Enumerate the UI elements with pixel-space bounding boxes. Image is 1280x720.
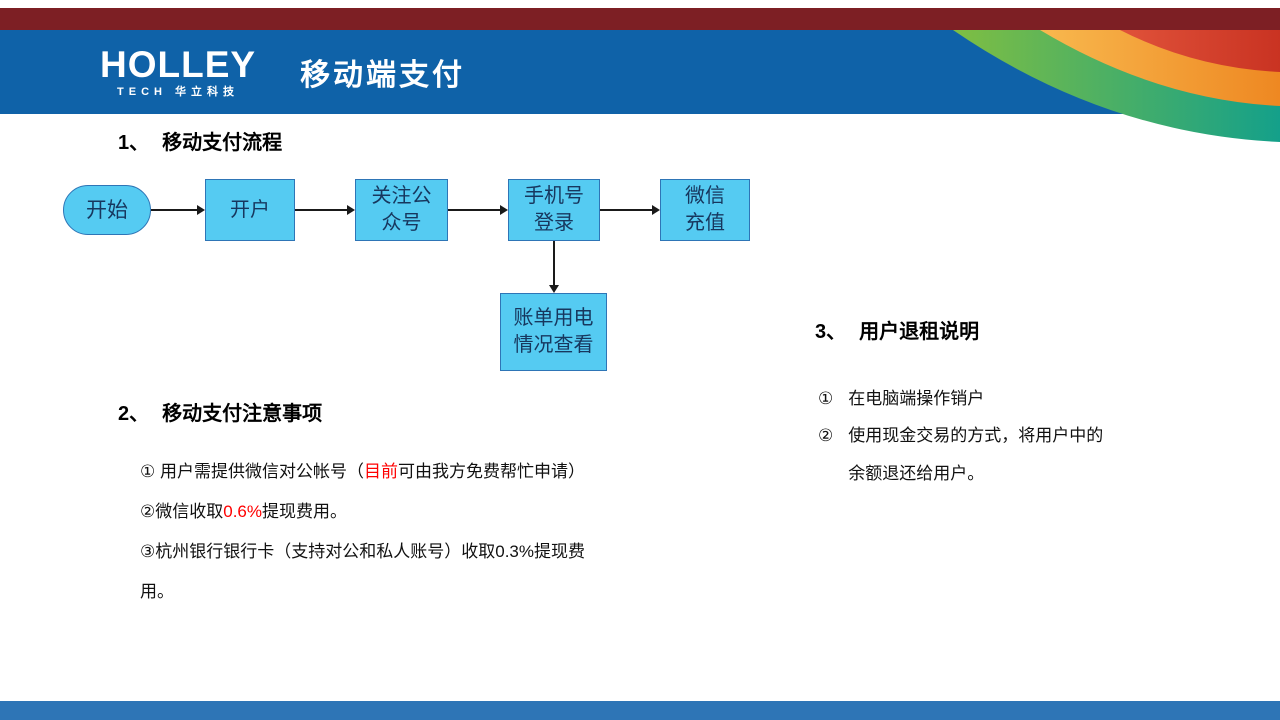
note-text: ① 用户需提供微信对公帐号（ bbox=[140, 462, 364, 481]
note-item-1: ① 用户需提供微信对公帐号（目前可由我方免费帮忙申请） bbox=[140, 452, 585, 492]
note-item-3: ③杭州银行银行卡（支持对公和私人账号）收取0.3%提现费用。 bbox=[140, 532, 585, 612]
notes-section-heading: 2、 移动支付注意事项 bbox=[118, 397, 322, 426]
logo-subtext: TECH 华立科技 bbox=[117, 86, 240, 98]
top-maroon-strip bbox=[0, 8, 1280, 30]
corner-ribbon-decoration bbox=[953, 30, 1280, 142]
payment-notes: ① 用户需提供微信对公帐号（目前可由我方免费帮忙申请） ②微信收取0.6%提现费… bbox=[140, 452, 585, 612]
flow-node-wechat-recharge: 微信 充值 bbox=[660, 179, 750, 241]
list-item: ② 使用现金交易的方式，将用户中的余额退还给用户。 bbox=[818, 417, 1170, 492]
list-item-text: 使用现金交易的方式，将用户中的余额退还给用户。 bbox=[848, 426, 1104, 483]
flow-arrow-down bbox=[549, 241, 559, 293]
flow-node-bill-usage-check: 账单用电 情况查看 bbox=[500, 293, 607, 371]
note-highlight: 目前 bbox=[363, 462, 398, 481]
refund-list: ① 在电脑端操作销户 ② 使用现金交易的方式，将用户中的余额退还给用户。 bbox=[818, 380, 1170, 492]
flow-arrow-1 bbox=[151, 205, 205, 215]
arrowhead-icon bbox=[347, 205, 355, 215]
flow-arrow-3 bbox=[448, 205, 508, 215]
list-item-text: 在电脑端操作销户 bbox=[848, 389, 985, 408]
refund-section-heading: 3、 用户退租说明 bbox=[815, 315, 979, 344]
arrowhead-icon bbox=[549, 285, 559, 293]
flow-node-start: 开始 bbox=[63, 185, 151, 235]
slide-title: 移动端支付 bbox=[300, 59, 466, 92]
arrowhead-icon bbox=[500, 205, 508, 215]
flow-arrow-4 bbox=[600, 205, 660, 215]
red-ribbon bbox=[1120, 30, 1280, 72]
list-item: ① 在电脑端操作销户 bbox=[818, 380, 1170, 417]
flow-node-open-account: 开户 bbox=[205, 179, 295, 241]
heading-text: 用户退租说明 bbox=[859, 321, 980, 343]
note-item-2: ②微信收取0.6%提现费用。 bbox=[140, 492, 585, 532]
heading-number: 1、 bbox=[118, 132, 150, 154]
note-text: ③杭州银行银行卡（支持对公和私人账号）收取0.3%提现费用。 bbox=[140, 541, 585, 601]
heading-number: 3、 bbox=[815, 321, 847, 343]
heading-text: 移动支付流程 bbox=[162, 132, 283, 154]
note-text: 可由我方免费帮忙申请） bbox=[397, 462, 585, 481]
list-item-number: ② bbox=[818, 426, 834, 446]
note-text: 提现费用。 bbox=[262, 501, 347, 521]
flow-arrow-2 bbox=[295, 205, 355, 215]
flow-node-follow-official-account: 关注公 众号 bbox=[355, 179, 448, 241]
note-text: ②微信收取 bbox=[140, 501, 224, 521]
logo-text: HOLLEY bbox=[100, 44, 257, 85]
heading-number: 2、 bbox=[118, 403, 150, 425]
flow-node-phone-login: 手机号 登录 bbox=[508, 179, 600, 241]
heading-text: 移动支付注意事项 bbox=[162, 403, 323, 425]
arrowhead-icon bbox=[652, 205, 660, 215]
bottom-blue-bar bbox=[0, 701, 1280, 720]
note-highlight: 0.6% bbox=[223, 501, 262, 521]
flow-section-heading: 1、 移动支付流程 bbox=[118, 126, 282, 155]
holley-logo: HOLLEY TECH 华立科技 bbox=[100, 46, 256, 98]
list-item-number: ① bbox=[818, 389, 834, 408]
arrowhead-icon bbox=[197, 205, 205, 215]
